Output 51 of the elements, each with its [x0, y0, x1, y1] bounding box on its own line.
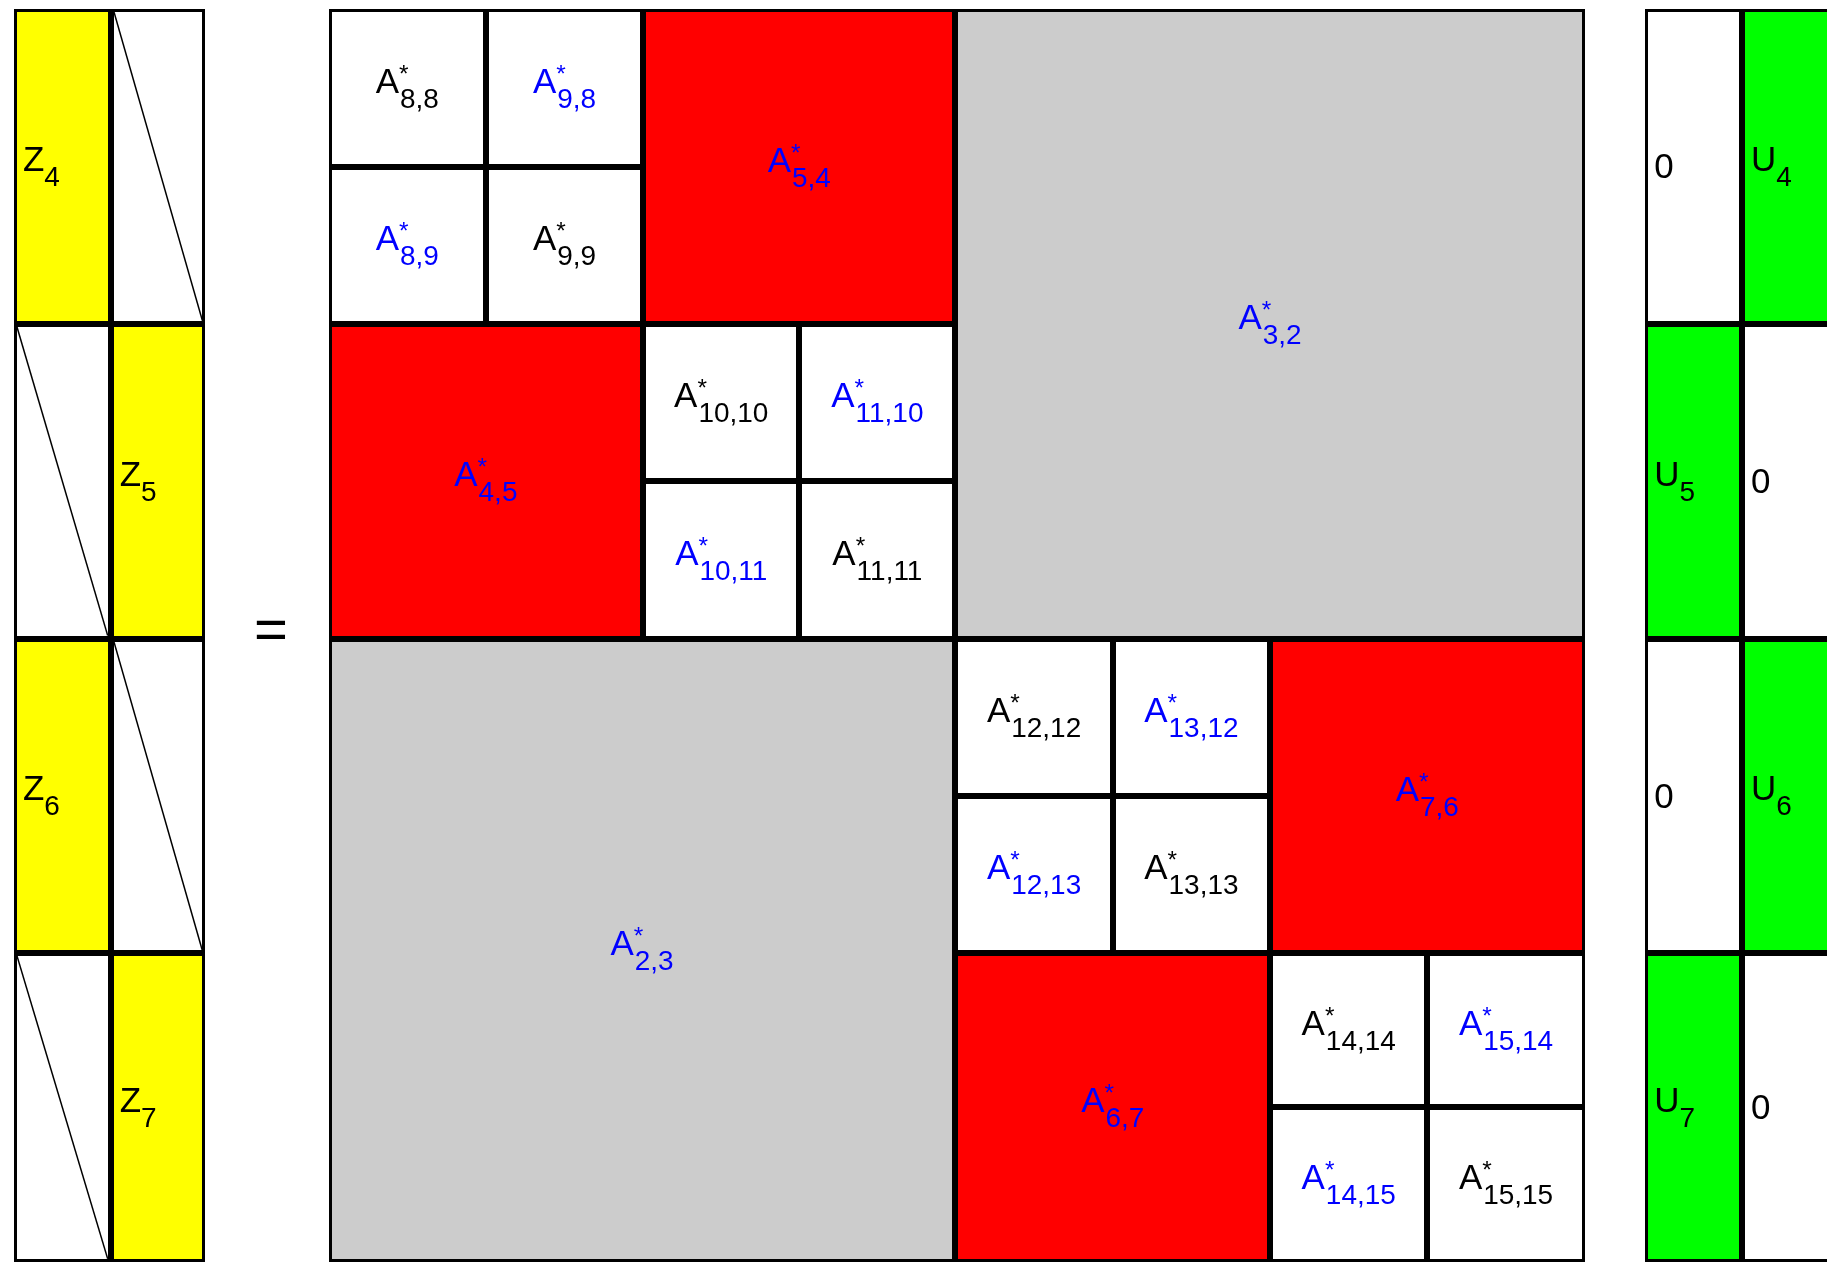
matrix-block [110, 638, 206, 954]
matrix-entry: 0 [1750, 462, 1771, 501]
matrix-block [1645, 9, 1742, 324]
matrix-entry: 0 [1750, 1088, 1771, 1127]
matrix-block [1645, 638, 1742, 954]
matrix-block [328, 638, 956, 1262]
matrix-block [955, 9, 1585, 639]
matrix-block [13, 9, 111, 324]
matrix-entry: Z$_{4}$ [22, 140, 60, 194]
matrix-block [1270, 638, 1585, 954]
matrix-block [1427, 1106, 1585, 1262]
matrix-block [643, 9, 956, 324]
matrix-block [1112, 795, 1271, 954]
matrix-entry: U$_{7}$ [1654, 1080, 1695, 1135]
matrix-block [328, 323, 644, 639]
matrix-block [955, 638, 1113, 796]
matrix-block [955, 795, 1113, 954]
matrix-block [799, 481, 956, 639]
matrix-entry: Z$_{5}$ [119, 454, 157, 508]
equals-sign: = [254, 600, 288, 659]
matrix-block [328, 9, 486, 167]
matrix-block [1741, 9, 1827, 324]
matrix-block [1112, 638, 1271, 796]
matrix-block [1741, 953, 1827, 1262]
matrix-entry: Z$_{7}$ [119, 1080, 157, 1135]
matrix-block [110, 323, 206, 639]
matrix-entry: 0 [1654, 776, 1674, 816]
matrix-entry: U$_{4}$ [1750, 140, 1792, 194]
matrix-block [1645, 323, 1742, 639]
matrix-block [13, 323, 111, 639]
matrix-block [485, 9, 644, 167]
matrix-block [110, 9, 206, 324]
matrix-entry: U$_{5}$ [1654, 454, 1695, 508]
matrix-entry: Z$_{6}$ [22, 769, 60, 823]
matrix-block [328, 166, 486, 324]
matrix-block [13, 953, 111, 1262]
matrix-entry: 0 [1654, 147, 1674, 186]
matrix-block [13, 638, 111, 954]
matrix-block [643, 481, 800, 639]
matrix-block [1645, 953, 1742, 1262]
matrix-block [955, 953, 1271, 1262]
matrix-block [1741, 638, 1827, 954]
matrix-block [1270, 953, 1428, 1107]
matrix-entry: U$_{6}$ [1750, 769, 1792, 823]
matrix-block [799, 323, 956, 482]
matrix-block [1270, 1106, 1428, 1262]
matrix-block [1741, 323, 1827, 639]
matrix-block [110, 953, 206, 1262]
matrix-block [1427, 953, 1585, 1107]
matrix-block [643, 323, 800, 482]
matrix-block [485, 166, 644, 324]
